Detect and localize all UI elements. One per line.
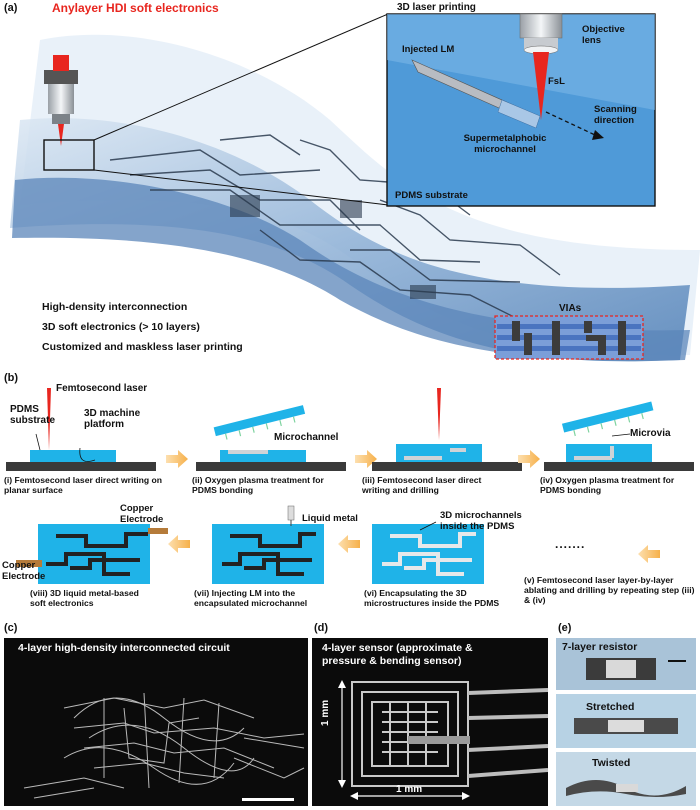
step-caption-iv: (iv) Oxygen plasma treatment for PDMS bo… xyxy=(540,475,675,495)
step-caption-v: (v) Femtosecond laser layer-by-layer abl… xyxy=(524,575,695,605)
circuit-traces xyxy=(109,134,561,321)
step-caption-iii: (iii) Femtosecond laser direct writing a… xyxy=(362,475,482,495)
label-7-layer-resistor: 7-layer resistor xyxy=(562,641,638,653)
microchannel-label: Supermetalphobic microchannel xyxy=(463,133,547,155)
panel-label-e: (e) xyxy=(558,622,572,634)
panel-a-title: Anylayer HDI soft electronics xyxy=(52,1,219,15)
feature-item: High-density interconnection xyxy=(42,301,188,313)
fsl-beam xyxy=(533,52,549,120)
feature-list: High-density interconnection 3D soft ele… xyxy=(42,297,243,357)
pdms-layer-top xyxy=(20,34,700,356)
3d-microchannels-label: 3D microchannels inside the PDMS xyxy=(440,510,522,532)
twisted-photo: Twisted xyxy=(556,752,696,806)
panel-label-b: (b) xyxy=(4,372,19,384)
stretched-photo: Stretched xyxy=(556,694,696,748)
copper-electrode-top-label: Copper Electrode xyxy=(120,503,164,525)
fabrication-steps-diagram xyxy=(6,388,694,584)
continuation-dots: ....... xyxy=(555,537,586,551)
soft-electronics-illustration xyxy=(10,13,700,362)
label-twisted: Twisted xyxy=(592,757,631,769)
zoom-box xyxy=(43,139,95,171)
scale-horizontal: 1 mm xyxy=(396,784,423,795)
objective-lens-label: Objective lens xyxy=(582,24,625,46)
feature-item: 3D soft electronics (> 10 layers) xyxy=(42,321,200,333)
laser-beam xyxy=(58,124,64,146)
panel-label-c: (c) xyxy=(4,622,18,634)
scale-vertical: 1 mm xyxy=(320,699,331,726)
pdms-layer-stack xyxy=(10,118,690,362)
liquid-metal-label: Liquid metal xyxy=(302,513,358,524)
feature-item: Customized and maskless laser printing xyxy=(42,341,243,353)
step-caption-ii: (ii) Oxygen plasma treatment for PDMS bo… xyxy=(192,475,324,495)
panel-label-a: (a) xyxy=(4,2,18,14)
panel-label-d: (d) xyxy=(314,622,329,634)
inset-title: 3D laser printing xyxy=(397,2,476,13)
step-caption-vi: (vi) Encapsulating the 3D microstructure… xyxy=(364,588,500,608)
scanning-direction-label: Scanning direction xyxy=(594,104,637,126)
circuit-photo: 4-layer high-density interconnected circ… xyxy=(4,638,308,806)
vias-diagram xyxy=(494,315,644,360)
step-caption-i: (i) Femtosecond laser direct writing on … xyxy=(4,475,163,495)
resistor-photo: 7-layer resistor xyxy=(556,638,696,690)
copper-electrode-left-label: Copper Electrode xyxy=(2,560,46,582)
panel-c-title: 4-layer high-density interconnected circ… xyxy=(18,642,230,654)
machine-platform-label: 3D machine platform xyxy=(84,408,141,430)
sensor-photo: 4-layer sensor (approximate & pressure &… xyxy=(312,638,548,806)
microvia-label: Microvia xyxy=(630,428,671,439)
label-stretched: Stretched xyxy=(586,701,635,713)
fsl-label: FsL xyxy=(548,76,565,87)
pdms-substrate-step-label: PDMS substrate xyxy=(10,404,56,426)
step-caption-vii: (vii) Injecting LM into the encapsulated… xyxy=(194,588,308,608)
injected-lm-label: Injected LM xyxy=(402,44,455,55)
microchannel-step-label: Microchannel xyxy=(274,432,339,443)
femtosecond-laser-label: Femtosecond laser xyxy=(56,383,148,394)
pdms-substrate-label: PDMS substrate xyxy=(395,190,468,201)
panel-d-title: 4-layer sensor (approximate & pressure &… xyxy=(322,642,473,667)
vias-label: VIAs xyxy=(559,303,582,314)
step-caption-viii: (viii) 3D liquid metal-based soft electr… xyxy=(30,588,139,608)
laser-head xyxy=(44,70,78,84)
